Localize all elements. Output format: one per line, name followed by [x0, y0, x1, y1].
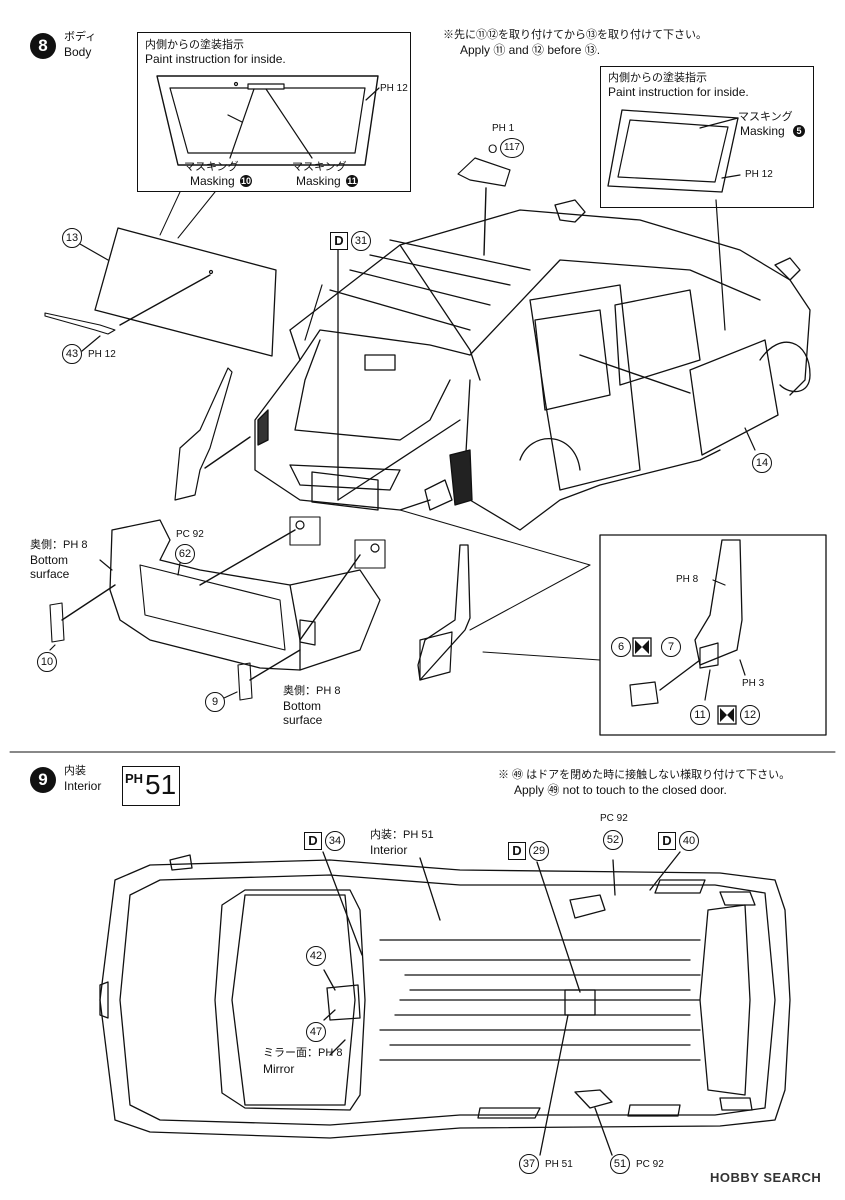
- mask-b-en: Masking: [296, 174, 341, 188]
- roof-part-num: 117: [500, 138, 524, 158]
- d40-letter: D: [658, 832, 676, 850]
- inset-right-paint: PH 12: [745, 169, 773, 180]
- roof-part-117: [457, 157, 511, 187]
- car-body: [254, 199, 811, 531]
- lamp-part-12: 12: [740, 705, 760, 725]
- part-47-label: 47: [306, 1022, 326, 1042]
- inset-left-box: [137, 32, 411, 192]
- step-9-title-en: Interior: [64, 779, 102, 793]
- d31-letter: D: [330, 232, 348, 250]
- mask-a-num: 10: [240, 175, 252, 187]
- left-note-jp: 奥側：PH 8: [30, 539, 88, 551]
- step-8-badge: 8: [30, 33, 56, 59]
- part-52-paint: PC 92: [600, 813, 628, 824]
- part-43-label: 43: [62, 344, 82, 364]
- part-10-label: 10: [37, 652, 57, 672]
- interior-car-top-view: [99, 854, 791, 1139]
- d31-num: 31: [351, 231, 371, 251]
- part-62-paint: PC 92: [176, 529, 204, 540]
- pillar-piece: [174, 367, 233, 501]
- lamp-paint-b: PH 3: [742, 678, 765, 689]
- part-14-label: 14: [752, 453, 772, 473]
- step-9-title-jp: 内装: [64, 765, 86, 777]
- part-52-label: 52: [603, 830, 623, 850]
- inset-left-title-jp: 内側からの塗装指示: [145, 39, 244, 51]
- part-62-label: 62: [175, 544, 195, 564]
- lamp-part-7: 7: [661, 637, 681, 657]
- rear-glass-13: [94, 227, 277, 357]
- big-paint-badge: PH 51: [122, 766, 180, 806]
- mask-a-en: Masking: [190, 174, 235, 188]
- step-8-title-jp: ボディ: [64, 31, 97, 43]
- right-note-en2: surface: [283, 713, 323, 727]
- part-43-paint: PH 12: [88, 349, 116, 360]
- mirror-note-en: Mirror: [263, 1062, 295, 1076]
- d34-num: 34: [325, 831, 345, 851]
- d29-letter: D: [508, 842, 526, 860]
- bowtie-icons: [632, 637, 737, 725]
- inset-right-title-en: Paint instruction for inside.: [608, 85, 749, 99]
- tail-lamp: [417, 544, 471, 681]
- wiper-43: [44, 312, 116, 335]
- roof-part-paint: PH 1: [492, 123, 515, 134]
- step-9-note-en: Apply ㊾ not to touch to the closed door.: [514, 783, 727, 797]
- d34-letter: D: [304, 832, 322, 850]
- lamp-part-11: 11: [690, 705, 710, 725]
- part-9-label: 9: [205, 692, 225, 712]
- rear-bumper-62: [109, 519, 301, 671]
- part-9: [237, 662, 253, 701]
- part-13-label: 13: [62, 228, 82, 248]
- inset-left-paint: PH 12: [380, 83, 408, 94]
- step-9-badge: 9: [30, 767, 56, 793]
- part-51-label: 51: [610, 1154, 630, 1174]
- side-glass-14: [689, 339, 779, 456]
- inset-right-mask-num: 5: [793, 125, 805, 137]
- interior-note-en: Interior: [370, 843, 408, 857]
- inset-right-mask-en: Masking: [740, 124, 785, 138]
- mask-b-jp: マスキング: [292, 161, 347, 173]
- inset-right-box: [600, 66, 814, 208]
- mask-a-jp: マスキング: [184, 161, 239, 173]
- mirror-note-jp: ミラー面：PH 8: [263, 1047, 343, 1059]
- part-42-label: 42: [306, 946, 326, 966]
- part-37-label: 37: [519, 1154, 539, 1174]
- step-9-note-jp: ※ ㊾ はドアを閉めた時に接触しない様取り付けて下さい。: [498, 769, 791, 781]
- side-window-frame: [607, 109, 739, 193]
- lamp-inset-box: [599, 534, 827, 736]
- lamp-part-6: 6: [611, 637, 631, 657]
- inset-left-title-en: Paint instruction for inside.: [145, 52, 286, 66]
- d40-num: 40: [679, 831, 699, 851]
- left-note-en1: Bottom: [30, 553, 69, 567]
- inset-right-title-jp: 内側からの塗装指示: [608, 72, 707, 84]
- step-8-title-en: Body: [64, 45, 92, 59]
- inset-right-mask-jp: マスキング: [738, 111, 793, 123]
- step-8-note-jp: ※先に⑪⑫を取り付けてから⑬を取り付けて下さい。: [443, 29, 707, 41]
- roof-part-prefix: O: [488, 142, 498, 156]
- right-note-en1: Bottom: [283, 699, 322, 713]
- part-37-paint: PH 51: [545, 1159, 573, 1170]
- lamp-paint-a: PH 8: [676, 574, 699, 585]
- part-10: [49, 602, 65, 643]
- big-paint-num: 51: [145, 769, 177, 800]
- d29-num: 29: [529, 841, 549, 861]
- big-paint-prefix: PH: [125, 771, 144, 786]
- mask-b-num: 11: [346, 175, 358, 187]
- inset-window-frame: [156, 75, 379, 166]
- watermark: HOBBY SEARCH: [710, 1170, 822, 1185]
- part-51-paint: PC 92: [636, 1159, 664, 1170]
- left-note-en2: surface: [30, 567, 70, 581]
- interior-note-jp: 内装：PH 51: [370, 829, 434, 841]
- right-note-jp: 奥側：PH 8: [283, 685, 341, 697]
- step-8-note-en: Apply ⑪ and ⑫ before ⑬.: [460, 43, 601, 57]
